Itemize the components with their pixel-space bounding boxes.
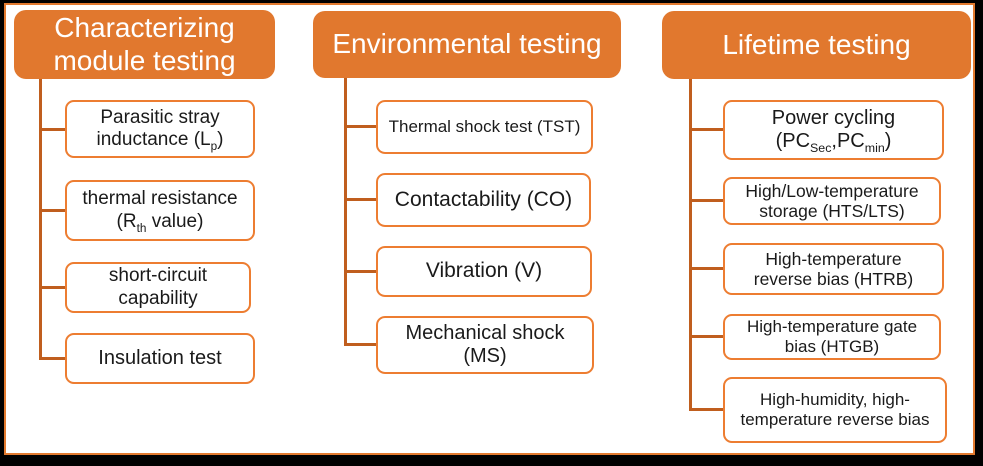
- connector-branch-col3-3: [689, 267, 723, 270]
- connector-vertical-col2: [344, 78, 347, 346]
- connector-branch-col1-2: [39, 209, 66, 212]
- box-parasitic-stray-inductance: Parasitic stray inductance (Lp): [65, 100, 255, 158]
- connector-branch-col2-3: [344, 270, 376, 273]
- box-short-circuit-capability: short-circuit capability: [65, 262, 251, 313]
- box-thermal-shock-test: Thermal shock test (TST): [376, 100, 593, 154]
- box-vibration: Vibration (V): [376, 246, 592, 297]
- connector-branch-col1-1: [39, 128, 66, 131]
- box-high-temperature-gate-bias: High-temperature gate bias (HTGB): [723, 314, 941, 360]
- connector-branch-col3-2: [689, 199, 723, 202]
- box-thermal-resistance: thermal resistance (Rth value): [65, 180, 255, 241]
- box-high-humidity-high-temperature-reverse-bias: High-humidity, high-temperature reverse …: [723, 377, 947, 443]
- header-environmental-testing: Environmental testing: [313, 11, 621, 78]
- connector-branch-col2-4: [344, 343, 376, 346]
- box-contactability: Contactability (CO): [376, 173, 591, 227]
- connector-vertical-col3: [689, 79, 692, 411]
- connector-branch-col1-3: [39, 286, 66, 289]
- box-high-temperature-reverse-bias: High-temperature reverse bias (HTRB): [723, 243, 944, 295]
- connector-branch-col1-4: [39, 357, 66, 360]
- box-high-low-temperature-storage: High/Low-temperature storage (HTS/LTS): [723, 177, 941, 225]
- connector-vertical-col1: [39, 79, 42, 360]
- connector-branch-col3-5: [689, 408, 723, 411]
- box-insulation-test: Insulation test: [65, 333, 255, 384]
- box-mechanical-shock: Mechanical shock (MS): [376, 316, 594, 374]
- header-characterizing-module-testing: Characterizing module testing: [14, 10, 275, 79]
- box-power-cycling: Power cycling (PCSec,PCmin): [723, 100, 944, 160]
- connector-branch-col2-1: [344, 125, 376, 128]
- connector-branch-col2-2: [344, 198, 376, 201]
- connector-branch-col3-4: [689, 335, 723, 338]
- header-lifetime-testing: Lifetime testing: [662, 11, 971, 79]
- connector-branch-col3-1: [689, 128, 723, 131]
